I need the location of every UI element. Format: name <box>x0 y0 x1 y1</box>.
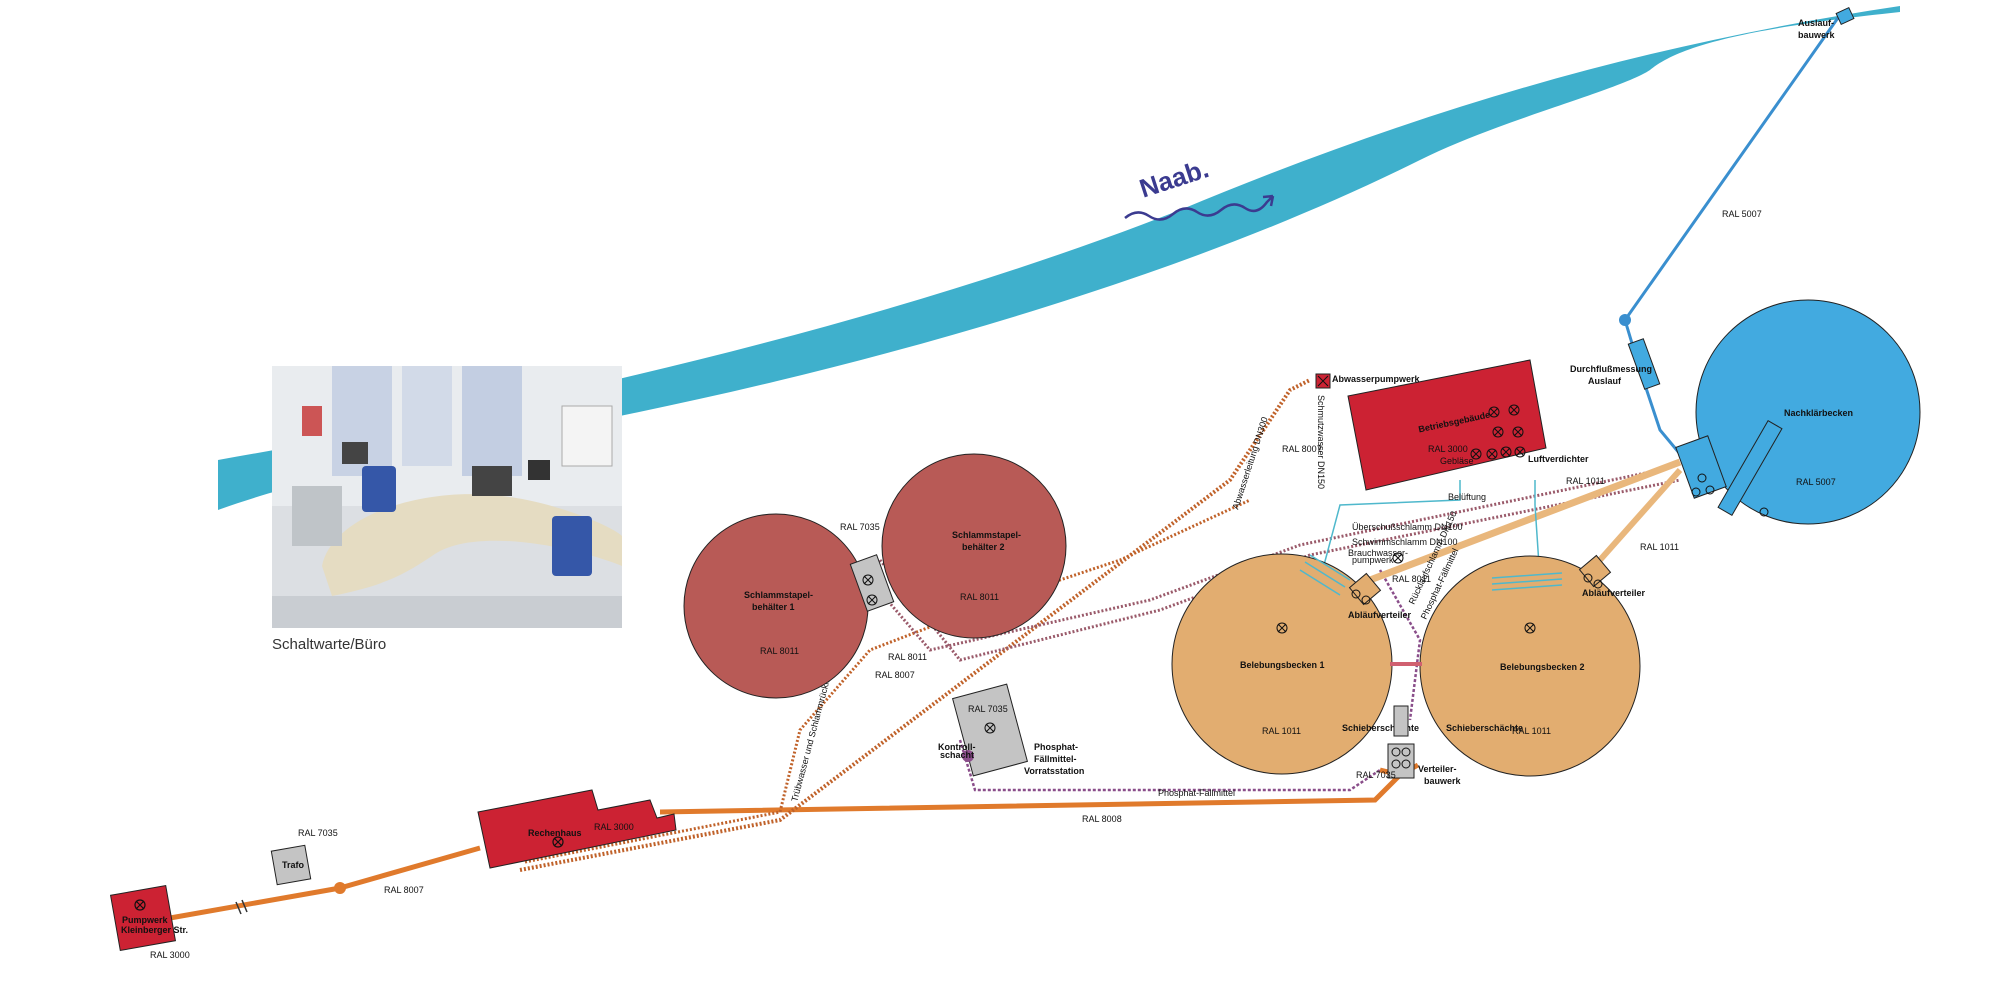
auslaufbauwerk[interactable] <box>1835 6 1855 26</box>
control-room-photo <box>272 366 622 628</box>
verteiler-name: Verteiler- <box>1418 764 1457 774</box>
nkb-valve-box[interactable] <box>1675 435 1727 499</box>
verteiler-name-2: bauwerk <box>1424 776 1462 786</box>
sludge-ral-a: RAL 8011 <box>888 652 927 662</box>
main-pipe-ral-2: RAL 8007 <box>1282 444 1322 454</box>
belueftung-line-2 <box>1534 480 1541 581</box>
schlamm2-ral: RAL 8011 <box>960 592 999 602</box>
pumpwerk-name: Pumpwerk <box>122 915 169 925</box>
trafo-ral: RAL 7035 <box>298 828 338 838</box>
pumpwerk[interactable]: Pumpwerk Kleinberger Str. <box>109 884 188 952</box>
bel2-schieber: Schieberschächte <box>1446 723 1523 733</box>
purple-line <box>958 739 1381 792</box>
phosphat-name-2: Fällmittel- <box>1034 754 1077 764</box>
beige-ral-1: RAL 1011 <box>1566 476 1605 486</box>
outflow-node <box>1619 314 1631 326</box>
abwasserpumpwerk-name: Abwasserpumpwerk <box>1332 374 1421 384</box>
bel1-ral: RAL 1011 <box>1262 726 1301 736</box>
manhole <box>334 882 346 894</box>
phosphat-pipe-label: Phosphat-Fällmittel <box>1158 788 1235 798</box>
auslauf-name-2: bauwerk <box>1798 30 1836 40</box>
rechenhaus[interactable]: Rechenhaus RAL 3000 <box>477 789 677 869</box>
betrieb-sub1: Gebläse <box>1440 456 1474 466</box>
outflow-ral: RAL 5007 <box>1722 209 1762 219</box>
brauchwasser-name-2: pumpwerk <box>1352 555 1394 565</box>
river-label: Naab. <box>1136 153 1213 203</box>
bel2-name: Belebungsbecken 2 <box>1500 662 1585 672</box>
bel2-verteiler: Abläufverteiler <box>1582 588 1646 598</box>
belueftung-line <box>1319 480 1461 581</box>
bel-luft-label: Belüftung <box>1448 492 1486 502</box>
sludge-ral-b: RAL 8007 <box>875 670 915 680</box>
phosphat-name: Phosphat- <box>1034 742 1078 752</box>
kontroll-name-2: schacht <box>940 750 974 760</box>
nkb-ral: RAL 5007 <box>1796 477 1836 487</box>
river-flow-icon <box>1124 194 1275 221</box>
abwasser-side-label: Schmutzwasser DN150 <box>1316 395 1326 489</box>
river-naab <box>218 6 1900 510</box>
bel2-ral: RAL 1011 <box>1512 726 1551 736</box>
nkb-name: Nachklärbecken <box>1784 408 1853 418</box>
trafo-name: Trafo <box>282 860 305 870</box>
bel-ral: RAL 8011 <box>1392 574 1431 584</box>
brauchwasser-pump-x <box>1393 553 1403 563</box>
betrieb-ral: RAL 3000 <box>1428 444 1468 454</box>
schlammstapelbehaelter-2[interactable]: Schlammstapel- behälter 2 RAL 8011 <box>881 453 1067 639</box>
schlamm2-name-2: behälter 2 <box>962 542 1005 552</box>
phosphat-name-3: Vorratsstation <box>1024 766 1084 776</box>
photo-caption: Schaltwarte/Büro <box>272 636 387 653</box>
phosphat-station[interactable]: RAL 7035 <box>951 683 1029 777</box>
bel1-name: Belebungsbecken 1 <box>1240 660 1325 670</box>
beige-pipe-2 <box>1597 468 1683 562</box>
schlammstapelbehaelter-1[interactable]: Schlammstapel- behälter 1 RAL 8011 <box>683 513 869 699</box>
main-sewer-pipe <box>169 845 481 921</box>
trueb-pipe <box>524 498 1251 864</box>
lower-pipe-ral: RAL 8008 <box>1082 814 1122 824</box>
pumpwerk-name-2: Kleinberger Str. <box>121 925 188 935</box>
brauchwasser-pump[interactable] <box>1392 552 1404 564</box>
beige-pipe-1 <box>1368 458 1682 584</box>
phosphat-ral: RAL 7035 <box>968 704 1008 714</box>
trafo[interactable]: Trafo <box>270 844 312 886</box>
brauchwasser-name: Brauchwasser- <box>1348 548 1408 558</box>
schlamm1-name-2: behälter 1 <box>752 602 795 612</box>
pumpwerk-ral: RAL 3000 <box>150 950 190 960</box>
schwimm-label: Schwimmschlamm DN100 <box>1352 537 1458 547</box>
purple-line-2 <box>1378 569 1422 721</box>
schlamm2-name: Schlammstapel- <box>952 530 1021 540</box>
ueberschuss-label: Überschußschlamm DN100 <box>1352 522 1463 532</box>
betrieb-sub2: Luftverdichter <box>1528 454 1589 464</box>
abwasser-pipe <box>519 378 1311 872</box>
belebungsbecken-2[interactable]: Belebungsbecken 2 RAL 1011 <box>1419 554 1641 777</box>
kontrollschacht[interactable] <box>962 750 974 762</box>
vertical-pipe-label: Abwasserleitung DN300 <box>1230 416 1269 511</box>
auslauf-name: Auslauf- <box>1798 18 1834 28</box>
kontroll-name: Kontroll- <box>938 742 976 752</box>
durchfluss-name-2: Auslauf <box>1588 376 1622 386</box>
schlamm-connector[interactable] <box>849 554 895 612</box>
beige-ral-2: RAL 1011 <box>1640 542 1679 552</box>
betriebsgebaeude[interactable]: Betriebsgebäude RAL 3000 Gebläse <box>1347 359 1547 491</box>
pipe-break-2 <box>241 899 248 913</box>
nachklaerbecken[interactable]: Nachklärbecken RAL 5007 <box>1695 299 1921 525</box>
verteilerbauwerk[interactable] <box>1387 705 1415 779</box>
bel1-verteiler: Abläufverteiler <box>1348 610 1412 620</box>
verteiler-ral: RAL 7035 <box>1356 770 1396 780</box>
schlamm-connector-ral: RAL 7035 <box>840 522 880 532</box>
durchfluss-name: Durchflußmessung <box>1570 364 1652 374</box>
main-pipe-ral: RAL 8007 <box>384 885 424 895</box>
sludge-return-pipe <box>868 468 1661 652</box>
durchflussmessung[interactable] <box>1627 338 1661 390</box>
rechenhaus-name: Rechenhaus <box>528 828 582 838</box>
rechen-to-verteiler-pipe <box>659 773 1402 815</box>
schlamm1-ral: RAL 8011 <box>760 646 799 656</box>
bel1-schieber: Schieberschächte <box>1342 723 1419 733</box>
pipe-break <box>235 901 242 915</box>
schlamm1-name: Schlammstapel- <box>744 590 813 600</box>
abwasserpumpwerk[interactable] <box>1315 373 1331 389</box>
rechenhaus-ral: RAL 3000 <box>594 822 634 832</box>
belebungsbecken-1[interactable]: Belebungsbecken 1 RAL 1011 <box>1171 553 1393 775</box>
